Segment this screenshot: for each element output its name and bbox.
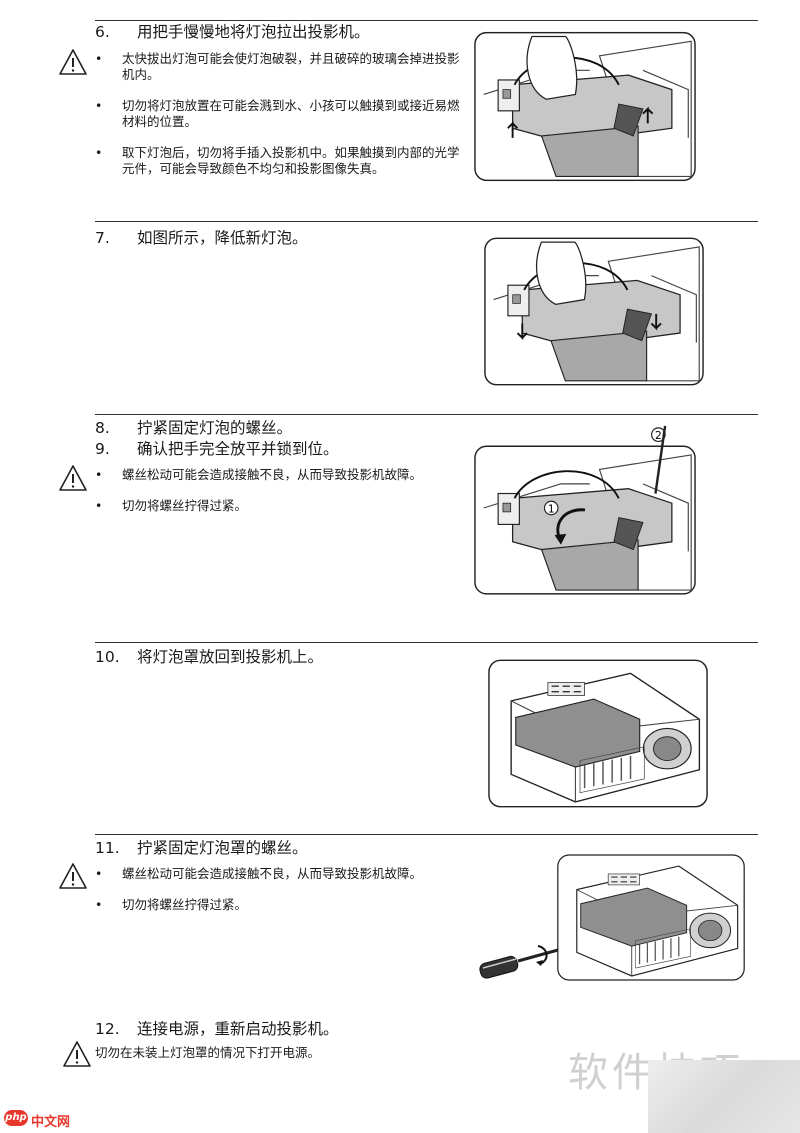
watermark-blur	[648, 1060, 800, 1133]
step-text: 用把手慢慢地将灯泡拉出投影机。	[137, 23, 370, 41]
projector-lamp-illustration	[474, 29, 696, 184]
step-11: 11. 拧紧固定灯泡罩的螺丝。	[95, 838, 308, 858]
php-logo-caption: 中文网	[31, 1115, 71, 1130]
section-divider	[95, 414, 758, 415]
warning-list: 螺丝松动可能会造成接触不良，从而导致投影机故障。 切勿将螺丝拧得过紧。	[95, 866, 467, 928]
step-text: 将灯泡罩放回到投影机上。	[137, 648, 324, 666]
section-divider	[95, 834, 758, 835]
handle-marker-label: 1	[548, 502, 555, 515]
warning-note: 切勿在未装上灯泡罩的情况下打开电源。	[95, 1045, 321, 1060]
step-number: 6.	[95, 23, 110, 41]
warning-item: 取下灯泡后，切勿将手插入投影机中。如果触摸到内部的光学元件，可能会导致颜色不均匀…	[95, 145, 467, 177]
section-divider	[95, 20, 758, 21]
warning-list: 螺丝松动可能会造成接触不良，从而导致投影机故障。 切勿将螺丝拧得过紧。	[95, 467, 467, 529]
step-number: 10.	[95, 648, 120, 666]
warning-item: 螺丝松动可能会造成接触不良，从而导致投影机故障。	[95, 866, 467, 882]
step-9: 9. 确认把手完全放平并锁到位。	[95, 439, 339, 459]
warning-item: 切勿将灯泡放置在可能会溅到水、小孩可以触摸到或接近易燃材料的位置。	[95, 98, 467, 130]
step-number: 7.	[95, 229, 110, 247]
projector-illustration	[557, 854, 745, 981]
step-number: 12.	[95, 1020, 120, 1038]
section-divider	[95, 642, 758, 643]
warning-triangle-icon	[58, 48, 88, 76]
warning-item: 太快拔出灯泡可能会使灯泡破裂，并且破碎的玻璃会掉进投影机内。	[95, 51, 467, 83]
screw-marker-label: 2	[655, 429, 662, 442]
step-12: 12. 连接电源，重新启动投影机。	[95, 1019, 339, 1039]
step-text: 确认把手完全放平并锁到位。	[137, 440, 339, 458]
step-text: 拧紧固定灯泡罩的螺丝。	[137, 839, 308, 857]
warning-list: 太快拔出灯泡可能会使灯泡破裂，并且破碎的玻璃会掉进投影机内。 切勿将灯泡放置在可…	[95, 51, 467, 192]
projector-illustration	[488, 659, 708, 808]
warning-triangle-icon	[58, 464, 88, 492]
step-6: 6. 用把手慢慢地将灯泡拉出投影机。	[95, 22, 370, 42]
warning-item: 螺丝松动可能会造成接触不良，从而导致投影机故障。	[95, 467, 467, 483]
warning-item: 切勿将螺丝拧得过紧。	[95, 897, 467, 913]
step-10: 10. 将灯泡罩放回到投影机上。	[95, 647, 323, 667]
screwdriver-icon	[479, 945, 559, 979]
step-text: 如图所示，降低新灯泡。	[137, 229, 308, 247]
step-7: 7. 如图所示，降低新灯泡。	[95, 228, 308, 248]
step-number: 8.	[95, 419, 110, 437]
step-text: 连接电源，重新启动投影机。	[137, 1020, 339, 1038]
step-text: 拧紧固定灯泡的螺丝。	[137, 419, 293, 437]
warning-triangle-icon	[62, 1040, 92, 1068]
step-number: 9.	[95, 440, 110, 458]
projector-lamp-illustration: 2 1	[474, 425, 696, 595]
warning-item: 切勿将螺丝拧得过紧。	[95, 498, 467, 514]
warning-triangle-icon	[58, 862, 88, 890]
php-logo: php	[4, 1110, 28, 1126]
step-8: 8. 拧紧固定灯泡的螺丝。	[95, 418, 292, 438]
step-number: 11.	[95, 839, 120, 857]
projector-lamp-illustration	[484, 234, 704, 389]
section-divider	[95, 221, 758, 222]
